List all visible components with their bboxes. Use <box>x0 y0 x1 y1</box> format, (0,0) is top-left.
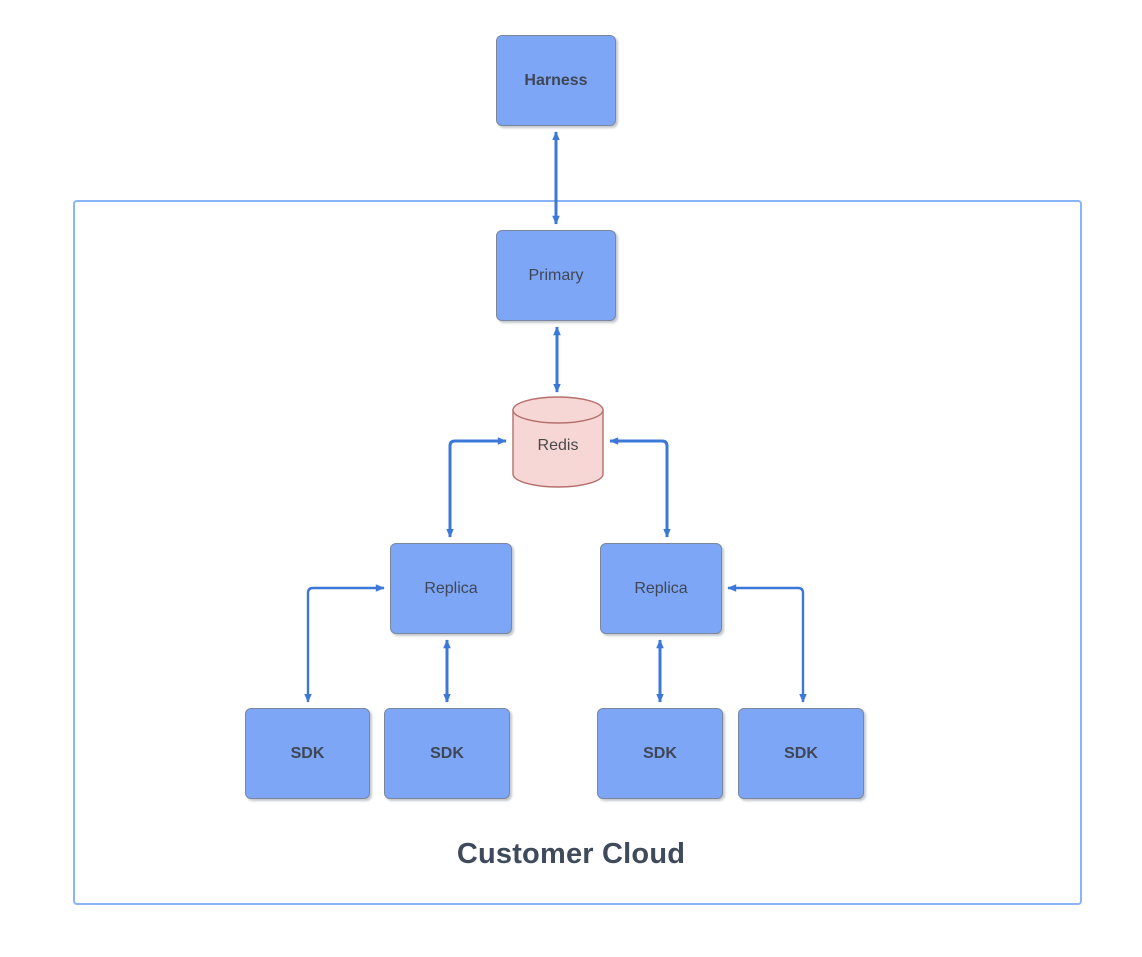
node-redis-label-wrap: Redis <box>512 396 604 488</box>
node-replica-right-label: Replica <box>634 579 688 597</box>
node-replica-left-label: Replica <box>424 579 478 597</box>
node-primary-label: Primary <box>528 266 584 284</box>
node-sdk-2-label: SDK <box>430 744 464 762</box>
customer-cloud-label: Customer Cloud <box>456 838 686 870</box>
node-sdk-4-label: SDK <box>784 744 818 762</box>
node-redis-label: Redis <box>537 437 579 454</box>
node-replica-right[interactable]: Replica <box>600 543 722 634</box>
node-sdk-3[interactable]: SDK <box>597 708 723 799</box>
cylinder-shape <box>512 396 604 488</box>
node-sdk-3-label: SDK <box>643 744 677 762</box>
node-sdk-1-label: SDK <box>290 744 325 762</box>
node-replica-left[interactable]: Replica <box>390 543 512 634</box>
node-sdk-1[interactable]: SDK <box>245 708 370 799</box>
node-harness[interactable]: Harness <box>496 35 616 126</box>
node-sdk-4[interactable]: SDK <box>738 708 864 799</box>
node-harness-label: Harness <box>524 71 588 89</box>
node-sdk-2[interactable]: SDK <box>384 708 510 799</box>
customer-cloud-boundary <box>73 200 1082 905</box>
node-redis[interactable]: Redis <box>512 396 604 488</box>
node-primary[interactable]: Primary <box>496 230 616 321</box>
